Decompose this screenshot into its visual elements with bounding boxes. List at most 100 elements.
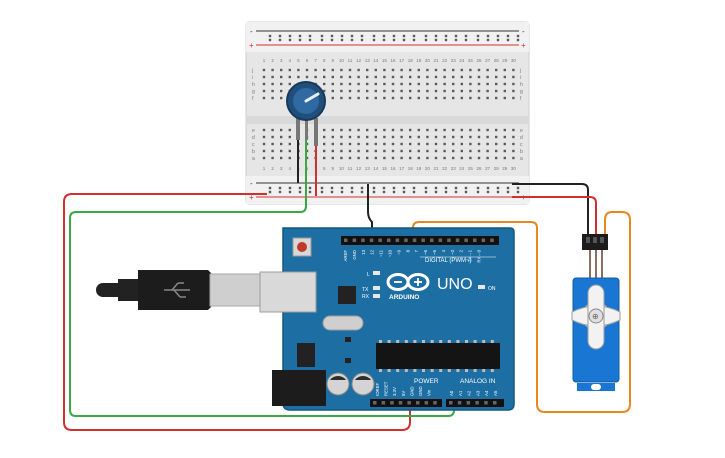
breadboard-hole[interactable] (348, 128, 352, 132)
rail-hole[interactable] (476, 38, 480, 42)
breadboard-hole[interactable] (512, 75, 515, 79)
rail-hole[interactable] (444, 38, 448, 42)
breadboard-hole[interactable] (495, 75, 498, 79)
rail-hole[interactable] (350, 38, 354, 42)
breadboard-hole[interactable] (288, 68, 291, 72)
rail-hole[interactable] (278, 186, 282, 190)
header-pin[interactable] (447, 238, 451, 243)
breadboard-hole[interactable] (417, 89, 420, 93)
breadboard-hole[interactable] (452, 75, 455, 79)
rail-hole[interactable] (506, 38, 510, 42)
breadboard-hole[interactable] (357, 156, 360, 160)
breadboard-hole[interactable] (503, 82, 506, 86)
rail-hole[interactable] (330, 38, 334, 42)
breadboard-hole[interactable] (383, 156, 386, 160)
rail-hole[interactable] (454, 34, 458, 38)
rail-hole[interactable] (360, 34, 364, 38)
rail-hole[interactable] (434, 38, 438, 42)
rail-hole[interactable] (340, 34, 344, 38)
breadboard-hole[interactable] (383, 89, 386, 93)
breadboard-hole[interactable] (434, 89, 438, 93)
rail-hole[interactable] (402, 34, 406, 38)
rail-hole[interactable] (278, 190, 282, 194)
breadboard-hole[interactable] (383, 135, 386, 139)
usb-port[interactable] (259, 271, 317, 313)
rail-hole[interactable] (278, 38, 282, 42)
header-pin[interactable] (387, 238, 391, 243)
breadboard-hole[interactable] (288, 128, 291, 132)
breadboard-hole[interactable] (262, 68, 266, 72)
analog-header[interactable] (446, 399, 504, 407)
breadboard-hole[interactable] (426, 82, 429, 86)
header-pin[interactable] (464, 238, 468, 243)
breadboard-hole[interactable] (366, 82, 369, 86)
breadboard-hole[interactable] (348, 68, 352, 72)
rail-hole[interactable] (372, 38, 376, 42)
breadboard-hole[interactable] (383, 142, 386, 146)
rail-hole[interactable] (298, 38, 302, 42)
rail-hole[interactable] (412, 34, 416, 38)
rail-hole[interactable] (506, 190, 510, 194)
breadboard-hole[interactable] (434, 68, 438, 72)
rail-hole[interactable] (288, 190, 292, 194)
breadboard-hole[interactable] (477, 142, 481, 146)
breadboard-hole[interactable] (460, 142, 463, 146)
breadboard-hole[interactable] (477, 75, 481, 79)
breadboard-hole[interactable] (288, 135, 291, 139)
breadboard-hole[interactable] (331, 89, 334, 93)
breadboard-hole[interactable] (331, 82, 334, 86)
rail-hole[interactable] (412, 186, 416, 190)
breadboard-hole[interactable] (271, 156, 274, 160)
rail-hole[interactable] (330, 186, 334, 190)
breadboard-hole[interactable] (417, 96, 420, 100)
breadboard-hole[interactable] (340, 156, 343, 160)
header-pin[interactable] (381, 401, 386, 405)
breadboard-hole[interactable] (469, 75, 472, 79)
breadboard-hole[interactable] (443, 135, 446, 139)
rail-hole[interactable] (424, 186, 428, 190)
header-pin[interactable] (412, 238, 417, 243)
breadboard-hole[interactable] (280, 156, 283, 160)
breadboard-hole[interactable] (280, 75, 283, 79)
breadboard-hole[interactable] (357, 149, 360, 153)
breadboard-hole[interactable] (323, 82, 326, 86)
breadboard-hole[interactable] (262, 96, 266, 100)
breadboard-hole[interactable] (452, 142, 455, 146)
breadboard-hole[interactable] (340, 128, 343, 132)
breadboard-hole[interactable] (417, 149, 420, 153)
rail-hole[interactable] (486, 186, 490, 190)
rail-hole[interactable] (360, 190, 364, 194)
breadboard-hole[interactable] (503, 75, 506, 79)
breadboard-hole[interactable] (486, 89, 489, 93)
breadboard-hole[interactable] (348, 89, 352, 93)
breadboard-hole[interactable] (340, 135, 343, 139)
rail-hole[interactable] (308, 190, 312, 194)
rail-hole[interactable] (402, 186, 406, 190)
breadboard-hole[interactable] (271, 142, 274, 146)
dc-power-jack[interactable] (272, 370, 326, 406)
breadboard-hole[interactable] (452, 156, 455, 160)
breadboard-hole[interactable] (340, 75, 343, 79)
rail-hole[interactable] (454, 186, 458, 190)
breadboard-hole[interactable] (348, 149, 352, 153)
breadboard-hole[interactable] (486, 75, 489, 79)
rail-hole[interactable] (382, 38, 386, 42)
breadboard-hole[interactable] (314, 75, 317, 79)
breadboard-hole[interactable] (460, 75, 463, 79)
breadboard-hole[interactable] (409, 96, 412, 100)
breadboard-hole[interactable] (340, 89, 343, 93)
breadboard-hole[interactable] (452, 82, 455, 86)
breadboard-hole[interactable] (323, 68, 326, 72)
wire-red-servo-5v[interactable] (512, 196, 597, 234)
rail-hole[interactable] (402, 190, 406, 194)
rail-hole[interactable] (320, 190, 324, 194)
wire-orange-servo-signal[interactable] (412, 211, 631, 413)
breadboard-hole[interactable] (323, 75, 326, 79)
breadboard-hole[interactable] (323, 149, 326, 153)
rail-hole[interactable] (496, 190, 500, 194)
breadboard-hole[interactable] (357, 75, 360, 79)
header-pin[interactable] (457, 401, 462, 405)
rail-hole[interactable] (308, 186, 312, 190)
breadboard-hole[interactable] (331, 142, 334, 146)
breadboard-hole[interactable] (495, 156, 498, 160)
